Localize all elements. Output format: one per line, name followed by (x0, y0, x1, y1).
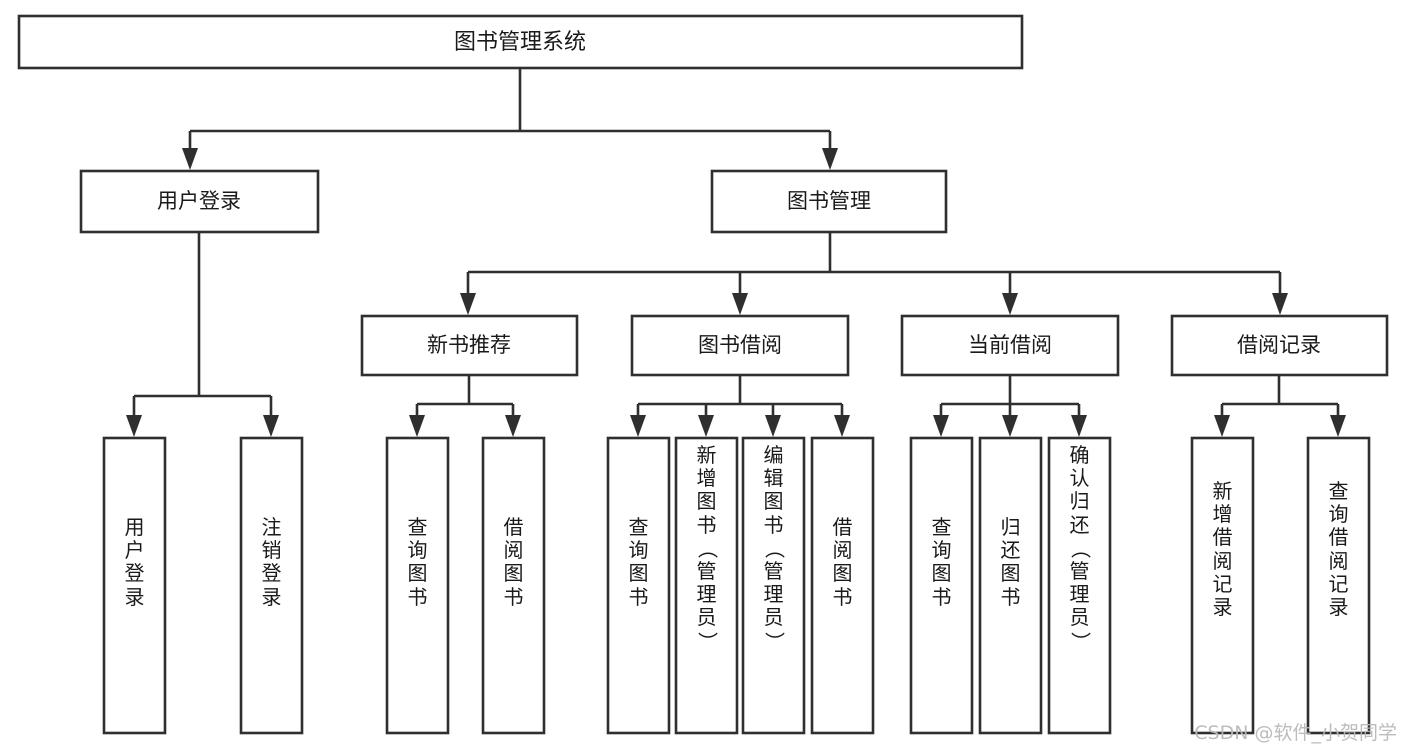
node-root-system[interactable]: 图书管理系统 (17, 14, 1024, 70)
arrowhead-leaf-query-book-3 (933, 415, 949, 437)
node-new-book-recommend[interactable]: 新书推荐 (360, 314, 579, 377)
leaf-add-book-box[interactable] (674, 436, 739, 735)
node-current-borrow[interactable]: 当前借阅 (900, 314, 1120, 377)
leaf-query-book-2-box[interactable] (606, 436, 671, 735)
arrowhead-user-login (182, 148, 198, 170)
node-book-management-label: 图书管理 (787, 189, 871, 213)
arrowhead-leaf-query-book-2 (630, 415, 646, 437)
leaf-return-book-box[interactable] (978, 436, 1043, 735)
node-root-box[interactable] (17, 14, 1024, 70)
arrowhead-book-borrow (732, 293, 748, 315)
node-book-borrow-box[interactable] (630, 314, 850, 377)
arrowhead-leaf-borrow-book-2 (834, 415, 850, 437)
node-borrow-record[interactable]: 借阅记录 (1170, 314, 1389, 377)
leaf-confirm-return-box[interactable] (1047, 436, 1112, 735)
arrowhead-current-borrow (1002, 293, 1018, 315)
arrowhead-leaf-return-book (1002, 415, 1018, 437)
leaf-query-book-3-box[interactable] (909, 436, 974, 735)
arrowhead-borrow-record (1272, 293, 1288, 315)
arrowhead-leaf-query-record (1330, 415, 1346, 437)
connector-group-userlogin-to-leaves (126, 232, 279, 437)
arrowhead-leaf-add-book (698, 415, 714, 437)
arrowhead-leaf-confirm-return (1071, 415, 1087, 437)
leaf-query-record-box[interactable] (1306, 436, 1371, 735)
node-new-book-recommend-box[interactable] (360, 314, 579, 377)
node-user-login-box[interactable] (79, 169, 320, 234)
node-book-management-box[interactable] (710, 169, 948, 234)
node-root-label: 图书管理系统 (454, 30, 586, 55)
arrowhead-leaf-logout (263, 415, 279, 437)
node-current-borrow-label: 当前借阅 (968, 333, 1052, 357)
arrowhead-leaf-user-login (126, 415, 142, 437)
leaf-user-login-box[interactable] (102, 436, 167, 735)
node-user-login-label: 用户登录 (157, 189, 241, 213)
node-current-borrow-box[interactable] (900, 314, 1120, 377)
leaf-edit-book-box[interactable] (741, 436, 806, 735)
leaf-borrow-book-2-box[interactable] (810, 436, 875, 735)
connector-group-newbook-to-leaves (409, 375, 521, 437)
node-new-book-recommend-label: 新书推荐 (427, 333, 511, 357)
leaf-borrow-book-1-box[interactable] (481, 436, 546, 735)
leaf-boxes-group (102, 436, 1371, 735)
node-borrow-record-box[interactable] (1170, 314, 1389, 377)
arrowhead-leaf-query-book-1 (409, 415, 425, 437)
arrowhead-leaf-borrow-book-1 (505, 415, 521, 437)
connector-group-bookmgmt-to-level3 (460, 232, 1288, 315)
arrowhead-new-book-recommend (460, 293, 476, 315)
connector-group-bookborrow-to-leaves (630, 375, 850, 437)
node-book-borrow-label: 图书借阅 (698, 333, 782, 357)
arrowhead-book-management (822, 148, 838, 170)
node-book-management[interactable]: 图书管理 (710, 169, 948, 234)
leaf-add-record-box[interactable] (1190, 436, 1255, 735)
csdn-watermark: CSDN @软件_小贺同学 (1194, 722, 1397, 744)
arrowhead-leaf-add-record (1214, 415, 1230, 437)
arrowhead-leaf-edit-book (765, 415, 781, 437)
connector-group-currentborrow-to-leaves (933, 375, 1087, 437)
node-user-login[interactable]: 用户登录 (79, 169, 320, 234)
leaf-query-book-1-box[interactable] (385, 436, 450, 735)
node-book-borrow[interactable]: 图书借阅 (630, 314, 850, 377)
connector-group-root-to-level2 (182, 68, 838, 170)
leaf-logout-box[interactable] (239, 436, 304, 735)
node-borrow-record-label: 借阅记录 (1237, 333, 1321, 357)
connector-group-borrowrecord-to-leaves (1214, 375, 1346, 437)
